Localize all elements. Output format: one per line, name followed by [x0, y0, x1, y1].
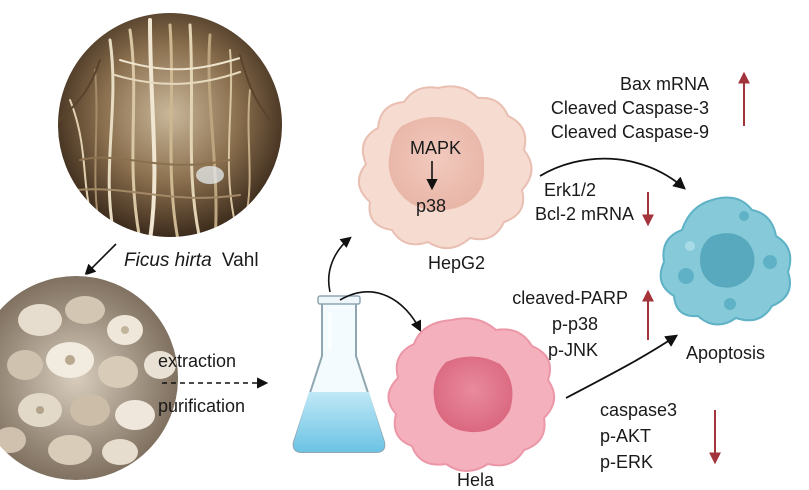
hela-up-item: cleaved-PARP — [512, 288, 628, 308]
process-step-extraction: extraction — [158, 351, 236, 371]
hela-label: Hela — [457, 470, 495, 490]
hepg2-pathway-p38: p38 — [416, 196, 446, 216]
hepg2-down-item: Bcl-2 mRNA — [535, 204, 634, 224]
roots-to-slices-arrow — [84, 243, 117, 276]
process-step-purification: purification — [158, 396, 245, 416]
flask-to-hepg2-arrow — [327, 236, 352, 293]
hela-up-item: p-p38 — [552, 314, 598, 334]
hela-cell — [387, 317, 555, 472]
hela-down-item: caspase3 — [600, 400, 677, 420]
apoptotic-cell — [659, 196, 792, 326]
hela-down-item: p-AKT — [600, 426, 651, 446]
hepg2-up-item: Cleaved Caspase-3 — [551, 98, 709, 118]
source-caption: Ficus hirta Vahl — [124, 250, 259, 271]
roots-photo — [56, 11, 284, 239]
slices-photo — [0, 274, 180, 482]
flask-to-hela-arrow — [339, 291, 422, 333]
hela-to-apoptosis-arrow — [565, 334, 679, 399]
source-author: Vahl — [222, 250, 259, 271]
hepg2-up-item: Bax mRNA — [620, 74, 709, 94]
hepg2-to-apoptosis-arrow — [539, 157, 686, 190]
hela-downregulated-list: caspase3 p-AKT p-ERK — [600, 400, 677, 472]
apoptosis-label: Apoptosis — [686, 343, 765, 363]
source-genus: Ficus hirta — [124, 250, 212, 271]
hepg2-cell — [358, 85, 533, 249]
hepg2-down-item: Erk1/2 — [544, 180, 596, 200]
hepg2-upregulated-list: Bax mRNA Cleaved Caspase-3 Cleaved Caspa… — [551, 74, 709, 142]
hela-up-item: p-JNK — [548, 340, 598, 360]
hepg2-pathway-mapk: MAPK — [410, 138, 461, 158]
hepg2-label: HepG2 — [428, 253, 485, 273]
hela-upregulated-list: cleaved-PARP p-p38 p-JNK — [512, 288, 628, 360]
flask — [292, 295, 386, 453]
hepg2-up-item: Cleaved Caspase-9 — [551, 122, 709, 142]
hepg2-downregulated-list: Erk1/2 Bcl-2 mRNA — [535, 180, 634, 224]
hela-down-item: p-ERK — [600, 452, 653, 472]
